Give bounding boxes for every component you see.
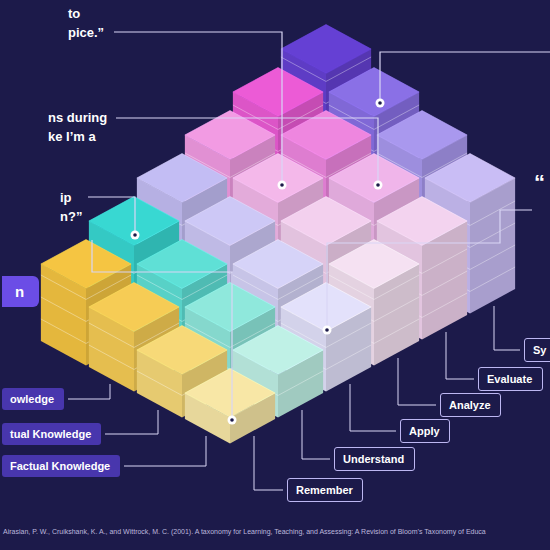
process-label: Remember	[287, 478, 363, 502]
block-top	[89, 283, 179, 332]
axis-leader	[302, 410, 330, 459]
leader-dot-core	[376, 183, 380, 187]
block-top	[281, 283, 371, 332]
leader-dot	[376, 99, 385, 108]
axis-leader	[446, 332, 474, 379]
knowledge-label: tual Knowledge	[2, 423, 101, 445]
block-top	[89, 197, 179, 246]
leader-line	[380, 52, 550, 99]
leader-dot-core	[133, 233, 137, 237]
block-top	[137, 326, 227, 375]
leader-dot-core	[280, 183, 284, 187]
leader-dot	[278, 181, 287, 190]
label-text: Understand	[343, 452, 404, 466]
knowledge-label: Factual Knowledge	[2, 455, 120, 477]
label-text: Apply	[409, 424, 440, 438]
label-text: Factual Knowledge	[10, 459, 110, 473]
leader-line	[114, 32, 282, 181]
block-top	[233, 326, 323, 375]
block-top	[281, 25, 371, 74]
label-text: n	[15, 282, 24, 301]
label-text: Remember	[296, 483, 353, 497]
process-label: Evaluate	[478, 367, 543, 391]
block-top	[233, 68, 323, 117]
axis-leader	[398, 358, 436, 405]
block-top	[137, 154, 227, 203]
block-top	[281, 197, 371, 246]
label-text: Evaluate	[487, 372, 532, 386]
category-tab: n	[2, 276, 39, 307]
quote-text: to pice.”	[68, 4, 113, 42]
label-text: owledge	[10, 392, 54, 406]
leader-lines	[68, 32, 550, 490]
quote-text: ip n?”	[60, 188, 86, 226]
block-top	[329, 68, 419, 117]
process-label: Understand	[334, 447, 415, 471]
block-top	[377, 111, 467, 160]
block-top	[329, 240, 419, 289]
axis-leader	[254, 436, 283, 490]
block-grid	[41, 25, 515, 444]
axis-leader	[68, 384, 110, 399]
block-column	[185, 369, 275, 444]
leader-dot	[131, 231, 140, 240]
leader-dot-core	[325, 328, 329, 332]
leader-dot	[323, 326, 332, 335]
block-top	[185, 369, 275, 418]
leader-line	[88, 197, 135, 231]
leader-dot	[228, 416, 237, 425]
leader-line	[92, 240, 232, 416]
block-top	[377, 197, 467, 246]
leader-line	[116, 118, 378, 181]
leader-dot-core	[378, 101, 382, 105]
process-label: Apply	[400, 419, 450, 443]
leader-line	[327, 210, 532, 326]
citation: Airasian, P. W., Cruikshank, K. A., and …	[3, 527, 486, 536]
leader-dot-core	[230, 418, 234, 422]
block-top	[425, 154, 515, 203]
axis-leader	[350, 384, 396, 431]
label-text: tual Knowledge	[10, 427, 91, 441]
label-text: Analyze	[449, 398, 491, 412]
axis-leader	[124, 436, 206, 466]
quote-text: “	[534, 170, 548, 196]
knowledge-label: owledge	[2, 388, 64, 410]
axis-leader	[105, 410, 158, 434]
label-text: Sy	[533, 343, 546, 357]
block-top	[41, 240, 131, 289]
block-top	[233, 240, 323, 289]
leader-dot	[374, 181, 383, 190]
process-label: Sy	[524, 338, 550, 362]
quote-text: ns during ke I’m a	[48, 108, 118, 146]
block-top	[137, 240, 227, 289]
axis-leader	[494, 306, 520, 350]
block-top	[185, 197, 275, 246]
process-label: Analyze	[440, 393, 501, 417]
block-top	[185, 283, 275, 332]
block-top	[233, 154, 323, 203]
block-top	[329, 154, 419, 203]
